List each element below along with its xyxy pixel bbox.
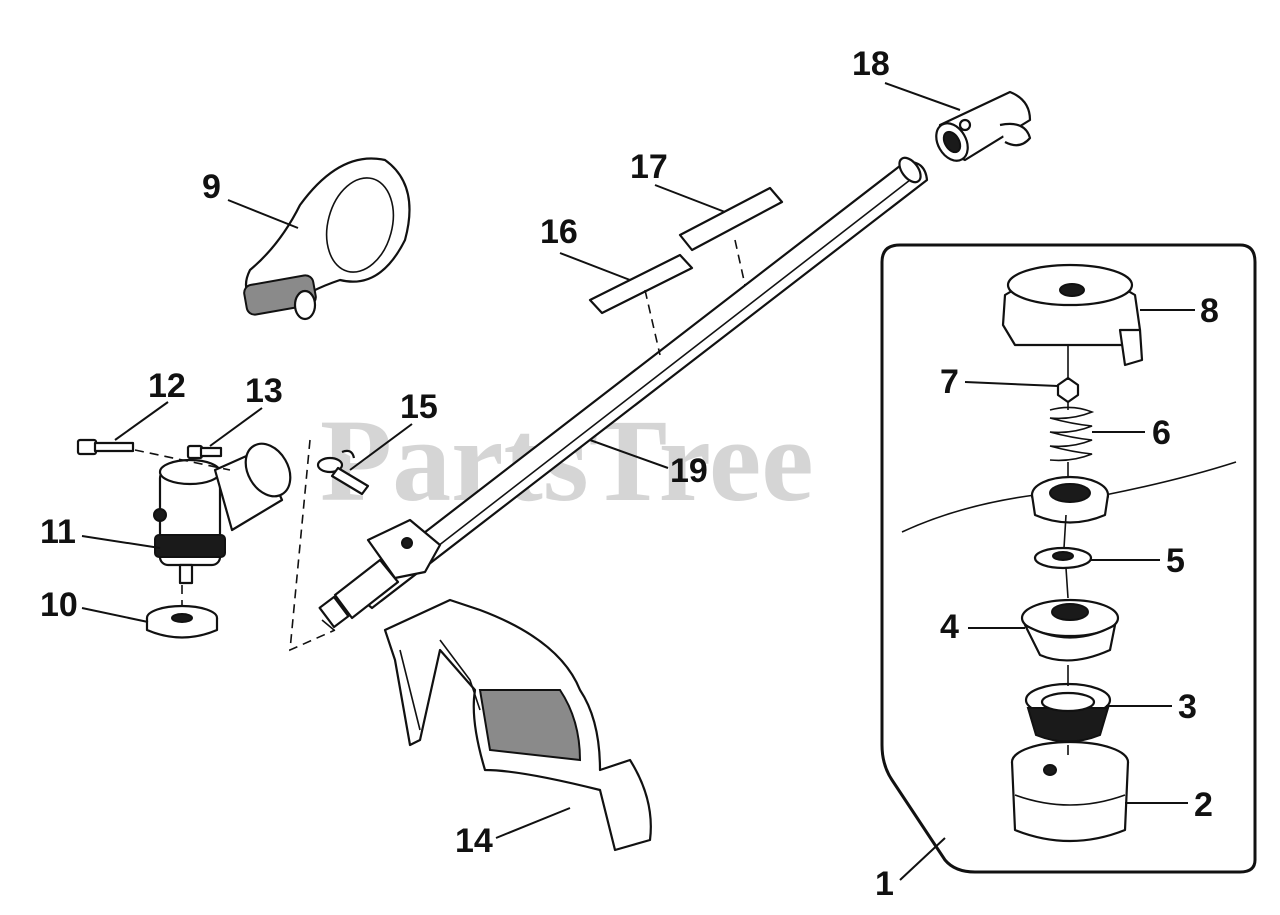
label-part-10: 10	[40, 586, 78, 624]
part-11-gear-head	[153, 442, 292, 585]
part-4-inner-reel	[1020, 598, 1120, 662]
part-7-nut	[1056, 376, 1080, 404]
part-16-decal	[588, 253, 694, 315]
label-part-14: 14	[455, 822, 493, 860]
dash-assembly	[289, 439, 336, 652]
part-3-bump-knob	[1024, 682, 1112, 743]
label-part-8: 8	[1200, 292, 1219, 330]
part-2-housing	[1010, 740, 1130, 843]
label-part-2: 2	[1194, 786, 1213, 824]
label-part-4: 4	[940, 608, 959, 646]
part-8-spool-cover	[1001, 263, 1144, 367]
part-12-screw	[76, 438, 135, 456]
dash-17	[734, 239, 746, 286]
part-14-guard	[383, 598, 652, 852]
part-10-washer	[145, 604, 219, 639]
label-part-5: 5	[1166, 542, 1185, 580]
label-part-19: 19	[670, 452, 708, 490]
watermark-text: PartsTree	[320, 395, 814, 526]
part-18-end-cap	[935, 90, 1032, 162]
label-part-15: 15	[400, 388, 438, 426]
part-19-shaft	[318, 156, 929, 631]
label-part-12: 12	[148, 367, 186, 405]
part-9-handle	[243, 157, 411, 321]
label-part-6: 6	[1152, 414, 1171, 452]
inset-axis	[1063, 345, 1069, 755]
label-part-13: 13	[245, 372, 283, 410]
part-5-washer	[1033, 546, 1093, 570]
trimmer-line-spool	[901, 461, 1237, 533]
dash-12	[134, 449, 231, 471]
label-part-3: 3	[1178, 688, 1197, 726]
part-13-screw	[186, 444, 223, 460]
part-6-spring	[1049, 406, 1095, 462]
label-part-7: 7	[940, 363, 959, 401]
label-part-18: 18	[852, 45, 890, 83]
label-part-11: 11	[40, 513, 76, 551]
leader-lines	[81, 82, 1195, 881]
dash-16	[644, 289, 661, 356]
part-17-decal	[678, 186, 784, 252]
label-part-9: 9	[202, 168, 221, 206]
label-part-17: 17	[630, 148, 668, 186]
label-part-1: 1	[875, 865, 894, 903]
label-part-16: 16	[540, 213, 578, 251]
part-15-wing-screw	[316, 449, 370, 496]
